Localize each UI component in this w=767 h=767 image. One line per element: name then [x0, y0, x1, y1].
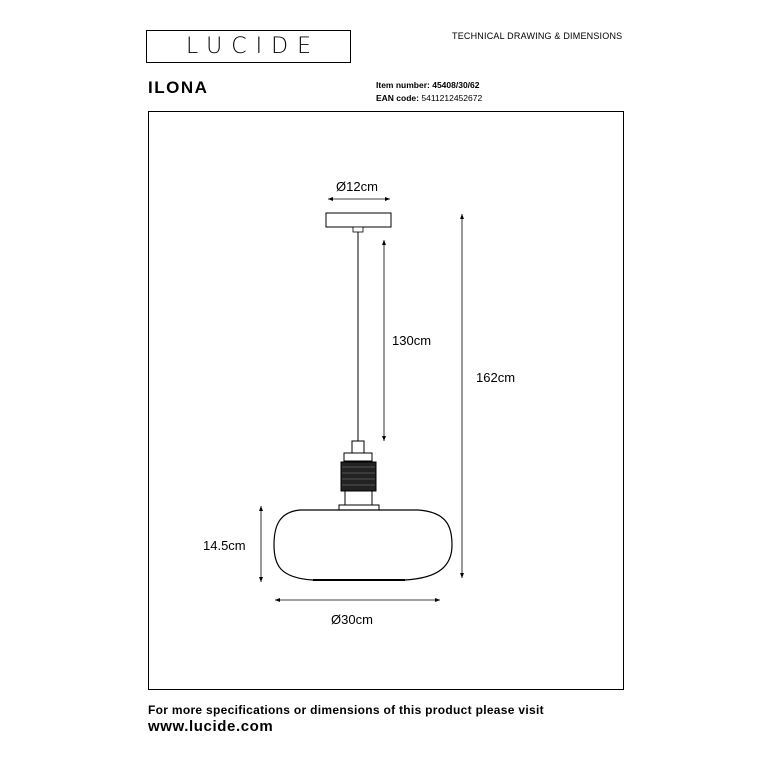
- item-number-row: Item number: 45408/30/62: [376, 80, 480, 90]
- item-number-label: Item number:: [376, 80, 430, 90]
- footer-website-link[interactable]: www.lucide.com: [148, 718, 274, 735]
- total-height-dimension-line: [460, 214, 464, 578]
- footer-info-text: For more specifications or dimensions of…: [148, 703, 544, 717]
- ean-code-value: 5411212452672: [421, 93, 483, 103]
- logo-text: LUCIDE: [186, 34, 320, 59]
- glass-shade: [273, 509, 453, 581]
- ean-code-row: EAN code: 5411212452672: [376, 93, 482, 103]
- shade-height-label: 14.5cm: [203, 538, 246, 553]
- drawing-frame: [148, 111, 624, 690]
- lucide-logo: LUCIDE: [146, 30, 351, 63]
- shade-neck: [338, 504, 380, 511]
- document-type-label: TECHNICAL DRAWING & DIMENSIONS: [452, 31, 623, 41]
- lamp-holder-collar: [343, 452, 373, 462]
- ean-code-label: EAN code:: [376, 93, 419, 103]
- canopy-diameter-label: Ø12cm: [336, 179, 378, 194]
- shade-diameter-label: Ø30cm: [331, 612, 373, 627]
- lamp-holder-band: [340, 461, 377, 492]
- canopy: [325, 212, 392, 228]
- cable-length-label: 130cm: [392, 333, 432, 348]
- canopy-cap: [352, 226, 364, 233]
- canopy-dimension-line: [328, 197, 390, 201]
- total-height-label: 162cm: [476, 370, 516, 385]
- product-name: ILONA: [148, 78, 209, 97]
- lamp-holder-base: [344, 490, 373, 506]
- shade-diameter-dimension-line: [275, 598, 440, 602]
- cable-dimension-line: [382, 240, 386, 441]
- lamp-holder-top: [351, 440, 365, 454]
- item-number-value: 45408/30/62: [432, 80, 480, 90]
- shade-height-dimension-line: [259, 506, 263, 582]
